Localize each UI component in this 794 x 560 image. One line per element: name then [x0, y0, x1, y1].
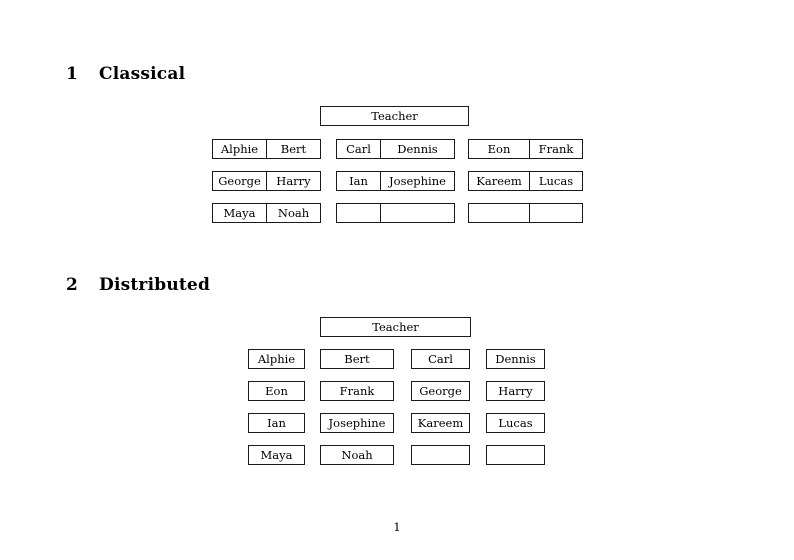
name-cell: Ian	[248, 413, 305, 433]
page-number: 1	[393, 520, 401, 534]
name-cell: Dennis	[486, 349, 545, 369]
teacher-box-classical: Teacher	[320, 106, 469, 126]
name-cell: Noah	[267, 203, 321, 223]
name-cell: Dennis	[381, 139, 455, 159]
name-cell: Carl	[411, 349, 470, 369]
name-cell: Ian	[336, 171, 381, 191]
name-cell-empty	[336, 203, 381, 223]
name-cell: Lucas	[486, 413, 545, 433]
name-cell: Lucas	[530, 171, 583, 191]
name-cell: Noah	[320, 445, 394, 465]
name-cell: Alphie	[248, 349, 305, 369]
name-cell: Maya	[212, 203, 267, 223]
name-cell: Harry	[267, 171, 321, 191]
name-cell: Carl	[336, 139, 381, 159]
name-cell: Alphie	[212, 139, 267, 159]
section-heading-classical: 1 Classical	[66, 64, 185, 84]
name-cell-empty	[530, 203, 583, 223]
name-cell-empty	[381, 203, 455, 223]
name-cell: Eon	[468, 139, 530, 159]
name-cell: Josephine	[320, 413, 394, 433]
section-heading-distributed: 2 Distributed	[66, 275, 210, 295]
name-cell: Kareem	[468, 171, 530, 191]
name-cell: Harry	[486, 381, 545, 401]
name-cell: George	[212, 171, 267, 191]
name-cell: Bert	[320, 349, 394, 369]
name-cell-empty	[486, 445, 545, 465]
name-cell: Bert	[267, 139, 321, 159]
teacher-box-distributed: Teacher	[320, 317, 471, 337]
section-title: Classical	[99, 64, 186, 84]
name-cell-empty	[468, 203, 530, 223]
name-cell-empty	[411, 445, 470, 465]
name-cell: Frank	[320, 381, 394, 401]
name-cell: Frank	[530, 139, 583, 159]
name-cell: Maya	[248, 445, 305, 465]
name-cell: Eon	[248, 381, 305, 401]
name-cell: Kareem	[411, 413, 470, 433]
name-cell: Josephine	[381, 171, 455, 191]
section-number: 1	[66, 64, 79, 84]
name-cell: George	[411, 381, 470, 401]
section-number: 2	[66, 275, 79, 295]
section-title: Distributed	[99, 275, 211, 295]
